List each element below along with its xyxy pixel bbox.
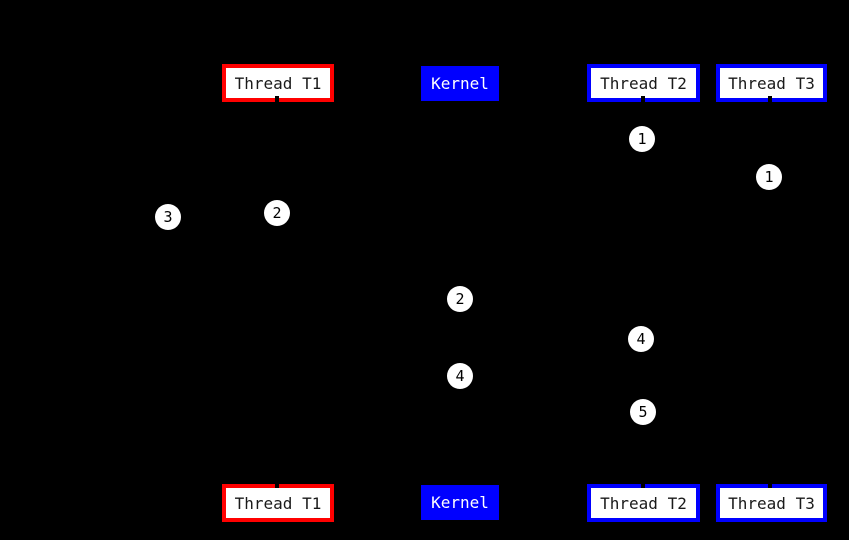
step-badge-3: 3: [155, 204, 181, 230]
step-badge-5: 5: [630, 399, 656, 425]
lifeline-notch: [641, 481, 645, 488]
lifeline-notch: [768, 481, 772, 488]
lifeline-box-thread-t1-bottom: Thread T1: [222, 484, 334, 522]
lifeline-box-thread-t2-bottom: Thread T2: [587, 484, 700, 522]
lifeline-thread-t1: [277, 102, 279, 484]
lifeline-notch: [641, 96, 645, 103]
step-badge-1a: 1: [629, 126, 655, 152]
step-badge-1b: 1: [756, 164, 782, 190]
step-badge-2a: 2: [264, 200, 290, 226]
lifeline-box-kernel-top: Kernel: [421, 66, 499, 101]
lifeline-notch: [275, 481, 279, 488]
lifeline-thread-t2: [642, 102, 644, 484]
step-badge-4b: 4: [447, 363, 473, 389]
lifeline-notch: [275, 96, 279, 103]
step-badge-4a: 4: [628, 326, 654, 352]
lifeline-box-kernel-bottom: Kernel: [421, 485, 499, 520]
lifeline-box-thread-t3-bottom: Thread T3: [716, 484, 827, 522]
step-badge-2b: 2: [447, 286, 473, 312]
lifeline-box-thread-t3-top: Thread T3: [716, 64, 827, 102]
lifeline-notch: [768, 96, 772, 103]
lifeline-thread-t3: [769, 102, 771, 484]
